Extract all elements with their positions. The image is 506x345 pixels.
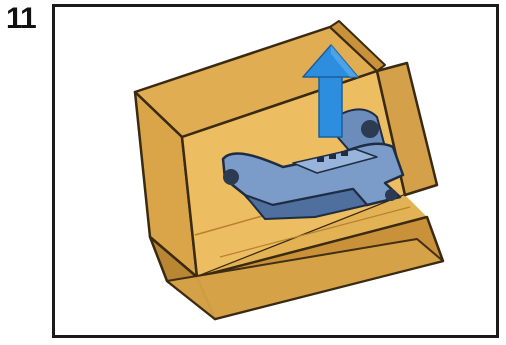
step-number: 11 bbox=[6, 4, 36, 34]
illustration-svg bbox=[55, 7, 496, 335]
illustration-frame bbox=[52, 4, 499, 338]
